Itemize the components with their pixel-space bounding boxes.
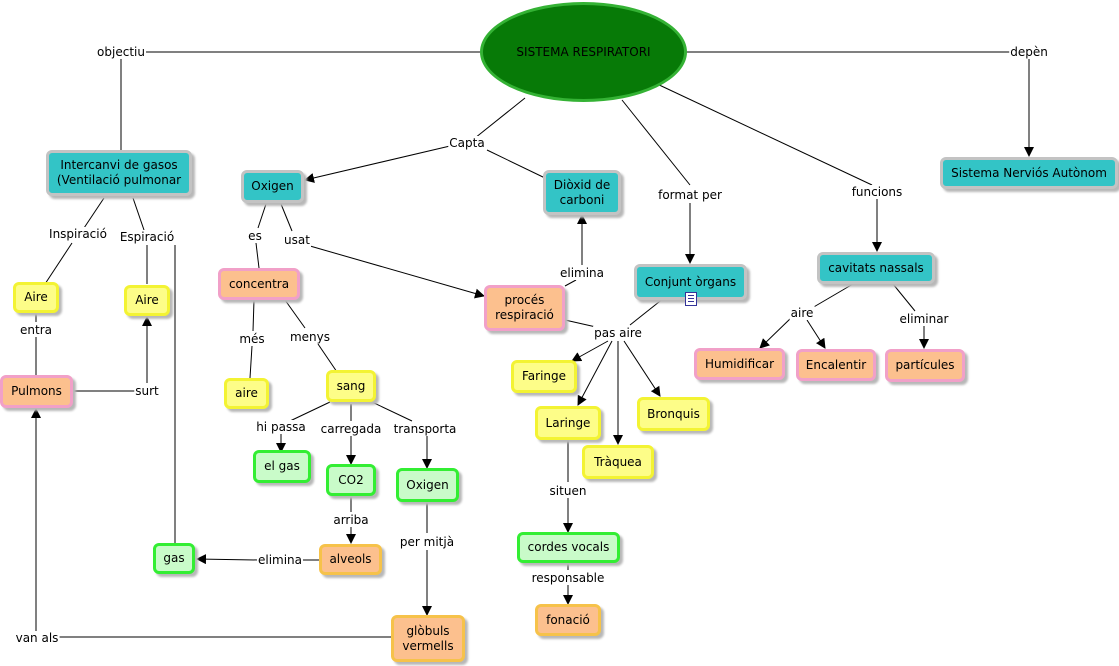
concept-conjunt-organs[interactable]: Conjunt òrgans — [634, 264, 747, 300]
concept-co2[interactable]: CO2 — [326, 464, 376, 496]
concept-oxigen[interactable]: Oxigen — [241, 170, 304, 203]
link-usat: usat — [283, 233, 311, 247]
concept-label: Conjunt òrgans — [644, 274, 737, 289]
link-elimina-gas: elimina — [256, 553, 304, 567]
document-icon[interactable] — [685, 292, 697, 306]
concept-label: Humidificar — [704, 356, 775, 371]
concept-bronquis[interactable]: Bronquis — [637, 397, 710, 431]
link-situen: situen — [548, 484, 588, 498]
concept-label: gas — [163, 551, 185, 565]
concept-sistema-nervios[interactable]: Sistema Nerviós Autònom — [940, 157, 1118, 189]
link-format-per: format per — [657, 188, 723, 202]
link-eliminar: eliminar — [898, 312, 950, 326]
concept-label: Oxigen — [406, 477, 449, 492]
concept-label: sang — [336, 378, 366, 393]
concept-aire-mes[interactable]: aire — [224, 378, 269, 409]
link-depen: depèn — [1009, 45, 1049, 59]
concept-cordes-vocals[interactable]: cordes vocals — [517, 532, 620, 563]
concept-label: concentra — [228, 276, 290, 291]
concept-label: Encalentir — [805, 357, 867, 372]
concept-cavitats-nassals[interactable]: cavitats nassals — [817, 252, 935, 284]
link-carregada: carregada — [319, 422, 383, 436]
concept-label: Aire — [24, 290, 48, 304]
link-aire: aire — [789, 306, 815, 320]
concept-label: Aire — [135, 293, 159, 307]
concept-label: Oxigen — [251, 179, 294, 193]
link-capta: Capta — [448, 136, 486, 150]
concept-particules[interactable]: partícules — [885, 349, 965, 382]
concept-alveols[interactable]: alveols — [319, 544, 382, 575]
concept-globuls-vermells[interactable]: glòbuls vermells — [391, 615, 465, 662]
link-per-mitja: per mitjà — [398, 535, 456, 549]
link-menys: menys — [288, 330, 332, 344]
link-inspiracio: Inspiració — [48, 227, 108, 241]
concept-label: Laringe — [545, 415, 591, 430]
concept-gas[interactable]: gas — [153, 543, 195, 574]
concept-concentra[interactable]: concentra — [218, 268, 300, 300]
root-label: SISTEMA RESPIRATORI — [516, 44, 651, 59]
concept-fonacio[interactable]: fonació — [535, 604, 601, 636]
concept-label: Sistema Nerviós Autònom — [951, 165, 1107, 180]
concept-label: alveols — [329, 552, 372, 566]
concept-aire-espiracio[interactable]: Aire — [124, 285, 170, 316]
link-transporta: transporta — [392, 422, 458, 436]
concept-label: Diòxid de carboni — [553, 177, 611, 207]
concept-label: aire — [235, 386, 258, 400]
link-funcions: funcions — [850, 185, 904, 199]
concept-label: cavitats nassals — [828, 260, 924, 275]
concept-oxigen-sang[interactable]: Oxigen — [396, 468, 459, 502]
link-objectiu: objectiu — [96, 45, 146, 59]
concept-pulmons[interactable]: Pulmons — [0, 375, 73, 408]
concept-label: Bronquis — [647, 406, 700, 421]
link-hi-passa: hi passa — [255, 420, 307, 434]
concept-label: cordes vocals — [527, 540, 610, 554]
concept-intercanvi[interactable]: Intercanvi de gasos (Ventilació pulmonar — [46, 150, 192, 196]
link-van-als: van als — [14, 631, 60, 645]
link-arriba: arriba — [332, 513, 370, 527]
concept-label: CO2 — [338, 472, 364, 487]
concept-label: partícules — [895, 358, 955, 372]
concept-aire-inspiracio[interactable]: Aire — [13, 282, 59, 313]
concept-label: Tràquea — [594, 454, 642, 469]
link-mes: més — [238, 332, 266, 346]
concept-label: procés respiració — [495, 293, 554, 322]
link-elimina-dioxid: elimina — [558, 266, 606, 280]
concept-proces-respiracio[interactable]: procés respiració — [484, 285, 565, 331]
concept-el-gas[interactable]: el gas — [253, 450, 311, 483]
concept-humidificar[interactable]: Humidificar — [694, 348, 785, 380]
link-surt: surt — [134, 384, 160, 398]
concept-label: glòbuls vermells — [402, 623, 454, 653]
concept-traquea[interactable]: Tràquea — [582, 445, 654, 479]
concept-laringe[interactable]: Laringe — [535, 406, 601, 440]
concept-label: Pulmons — [11, 384, 62, 398]
concept-label: Intercanvi de gasos (Ventilació pulmonar — [56, 158, 182, 187]
root-concept[interactable]: SISTEMA RESPIRATORI — [480, 2, 687, 102]
link-responsable: responsable — [530, 571, 606, 585]
link-entra: entra — [19, 323, 53, 337]
concept-label: fonació — [546, 612, 590, 627]
concept-label: Faringe — [521, 369, 567, 383]
concept-encalentir[interactable]: Encalentir — [796, 349, 876, 381]
concept-sang[interactable]: sang — [326, 370, 376, 402]
link-es: es — [247, 229, 263, 243]
link-espiracio: Espiració — [118, 230, 176, 244]
concept-dioxid[interactable]: Diòxid de carboni — [543, 170, 621, 215]
concept-faringe[interactable]: Faringe — [511, 360, 577, 393]
concept-label: el gas — [264, 459, 300, 473]
link-pas-aire: pas aire — [593, 326, 643, 340]
